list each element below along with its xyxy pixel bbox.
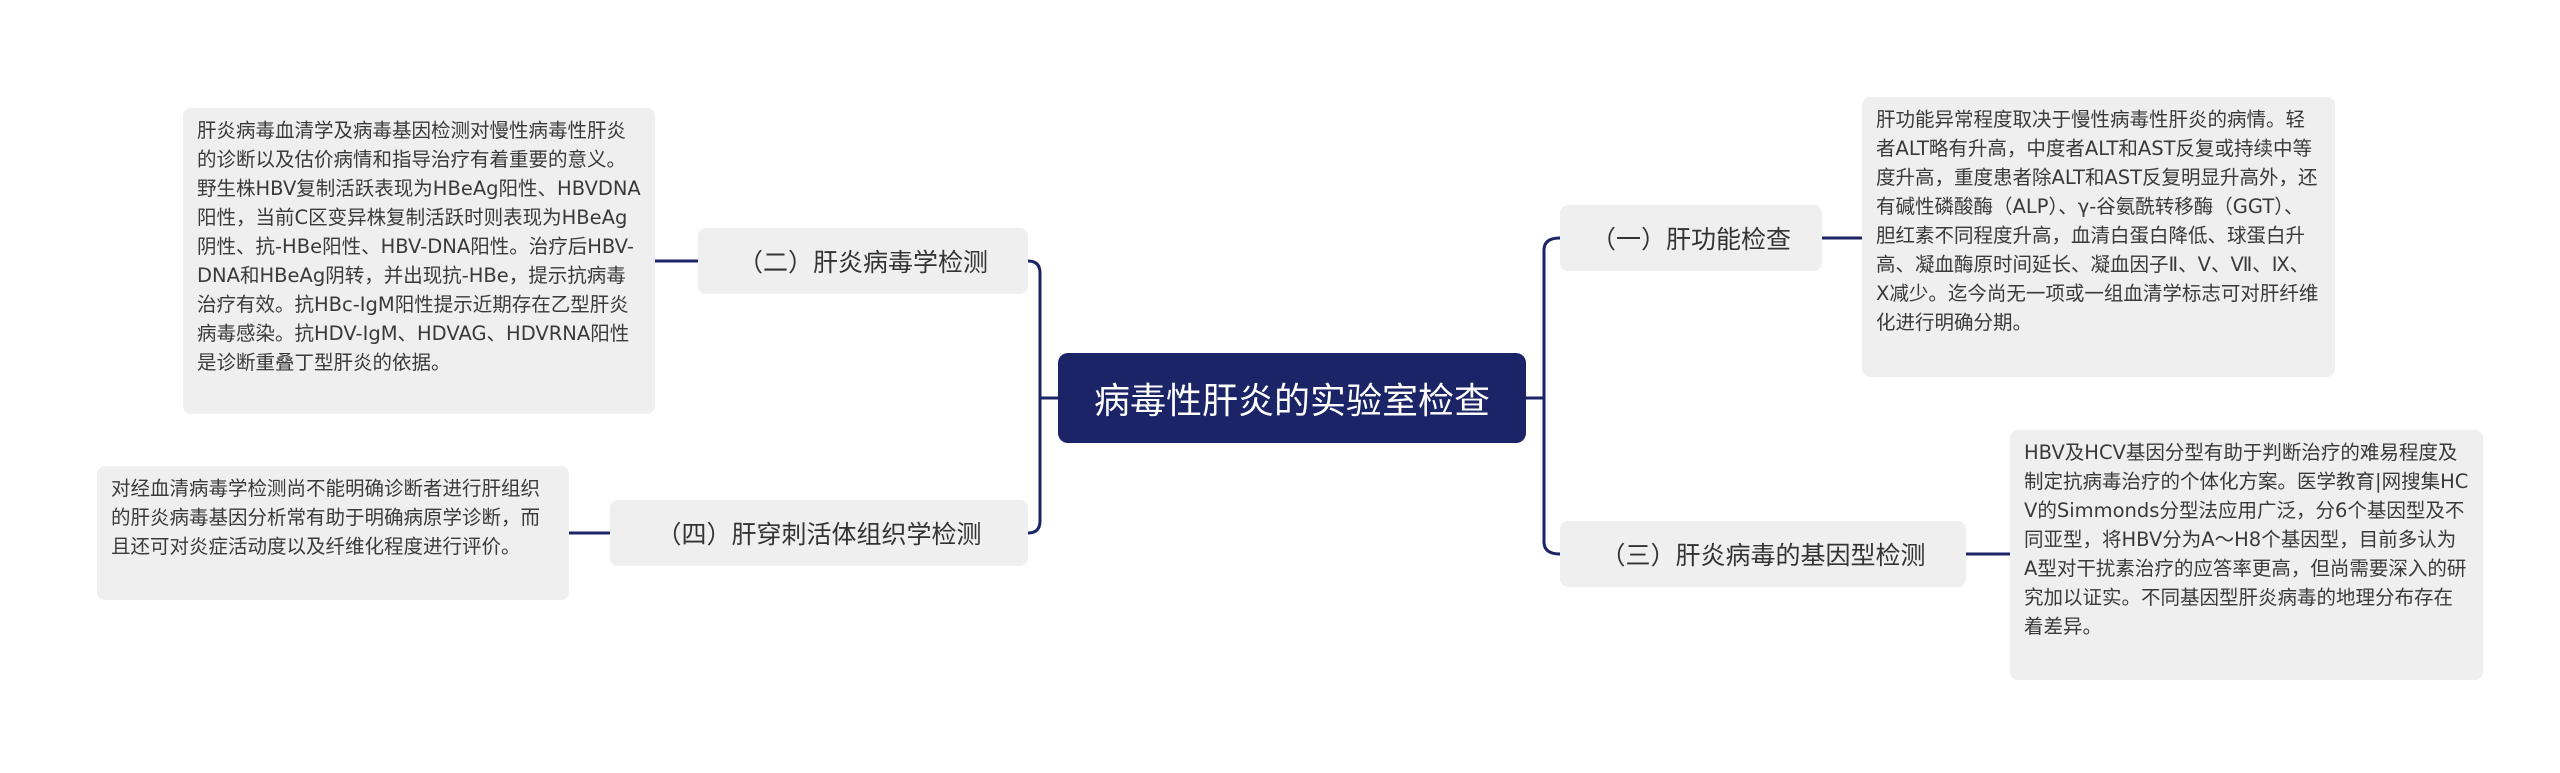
leaf-genotype-detail[interactable]: HBV及HCV基因分型有助于判断治疗的难易程度及制定抗病毒治疗的个体化方案。医学… bbox=[2010, 430, 2483, 680]
connector-left-trunk bbox=[1026, 259, 1042, 535]
leaf-virology-detail[interactable]: 肝炎病毒血清学及病毒基因检测对慢性病毒性肝炎的诊断以及估价病情和指导治疗有着重要… bbox=[183, 108, 655, 414]
leaf-liver-biopsy-detail-text: 对经血清病毒学检测尚不能明确诊断者进行肝组织的肝炎病毒基因分析常有助于明确病原学… bbox=[111, 477, 541, 558]
central-topic-label: 病毒性肝炎的实验室检查 bbox=[1093, 381, 1490, 422]
connector-right-trunk bbox=[1542, 236, 1562, 556]
leaf-genotype-detail-text: HBV及HCV基因分型有助于判断治疗的难易程度及制定抗病毒治疗的个体化方案。医学… bbox=[2024, 441, 2469, 638]
branch-liver-biopsy[interactable]: （四）肝穿刺活体组织学检测 bbox=[610, 500, 1028, 566]
branch-virology-test-label: （二）肝炎病毒学检测 bbox=[737, 248, 988, 277]
leaf-virology-detail-text: 肝炎病毒血清学及病毒基因检测对慢性病毒性肝炎的诊断以及估价病情和指导治疗有着重要… bbox=[197, 119, 641, 374]
leaf-liver-function-detail-text: 肝功能异常程度取决于慢性病毒性肝炎的病情。轻者ALT略有升高，中度者ALT和AS… bbox=[1876, 108, 2319, 334]
branch-virology-test[interactable]: （二）肝炎病毒学检测 bbox=[698, 228, 1028, 294]
branch-liver-function-label: （一）肝功能检查 bbox=[1590, 225, 1791, 254]
branch-liver-function[interactable]: （一）肝功能检查 bbox=[1560, 205, 1822, 271]
leaf-liver-function-detail[interactable]: 肝功能异常程度取决于慢性病毒性肝炎的病情。轻者ALT略有升高，中度者ALT和AS… bbox=[1862, 97, 2335, 377]
branch-liver-biopsy-label: （四）肝穿刺活体组织学检测 bbox=[656, 520, 982, 549]
central-topic[interactable]: 病毒性肝炎的实验室检查 bbox=[1058, 353, 1526, 443]
branch-genotype-test-label: （三）肝炎病毒的基因型检测 bbox=[1600, 541, 1926, 570]
branch-genotype-test[interactable]: （三）肝炎病毒的基因型检测 bbox=[1560, 521, 1966, 587]
leaf-liver-biopsy-detail[interactable]: 对经血清病毒学检测尚不能明确诊断者进行肝组织的肝炎病毒基因分析常有助于明确病原学… bbox=[97, 466, 569, 600]
